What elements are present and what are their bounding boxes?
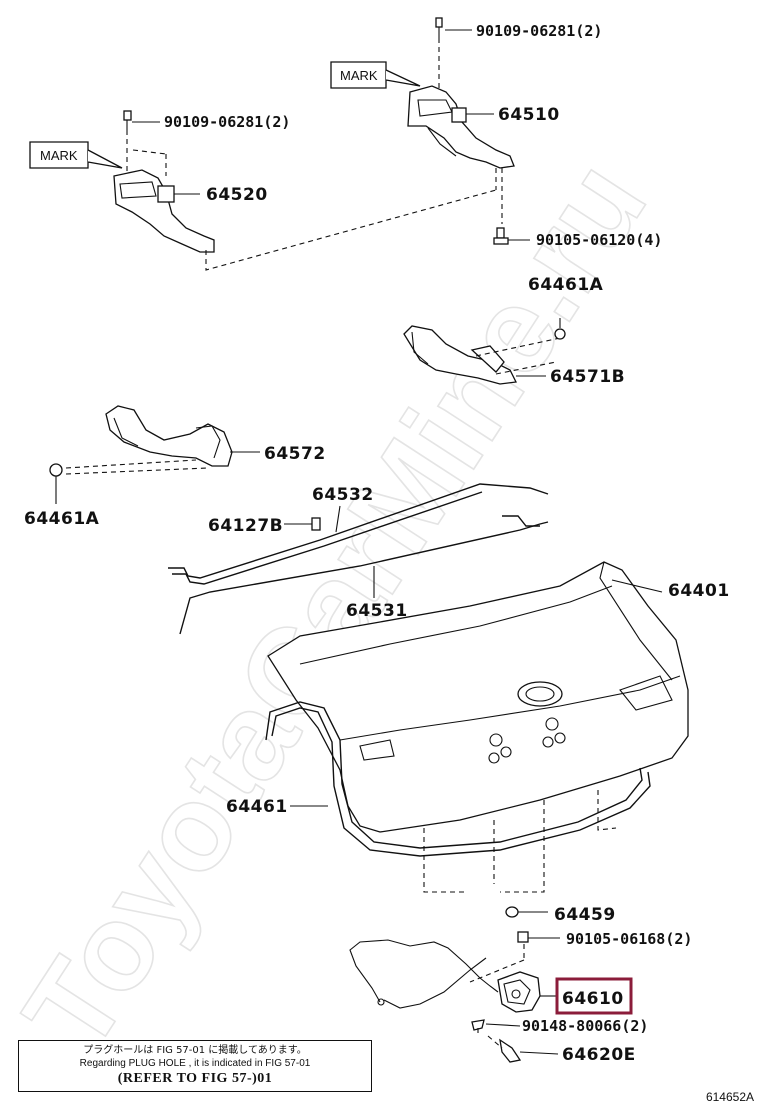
mark-label-rh: MARK (340, 68, 378, 83)
stay-drawing (49, 405, 260, 504)
note-japanese: プラグホールは FIG 57-01 に掲載してあります。 (83, 1045, 307, 1056)
highlight-box (555, 977, 633, 1015)
note-box: プラグホールは FIG 57-01 に掲載してあります。 Regarding P… (18, 1040, 372, 1092)
label-part-64572[interactable]: 64572 (264, 444, 326, 464)
label-bolt-90109-top[interactable]: 90109-06281(2) (476, 22, 602, 40)
label-part-64620e[interactable]: 64620E (562, 1045, 636, 1065)
note-english: Regarding PLUG HOLE , it is indicated in… (79, 1058, 311, 1069)
hinge-rh-drawing (330, 17, 530, 245)
label-part-64531[interactable]: 64531 (346, 601, 408, 621)
label-screw-90148-80066[interactable]: 90148-80066(2) (522, 1017, 648, 1035)
label-part-64520[interactable]: 64520 (206, 185, 268, 205)
hinge-lh-drawing (29, 110, 497, 271)
label-part-64571b[interactable]: 64571B (550, 367, 625, 387)
label-part-64610[interactable]: 64610 (562, 989, 624, 1009)
label-bolt-90105-06120[interactable]: 90105-06120(4) (536, 231, 662, 249)
mark-label-lh: MARK (40, 148, 78, 163)
label-part-64461a-top[interactable]: 64461A (528, 275, 604, 295)
torsion-rods-drawing (168, 483, 549, 635)
mark-box-lh (29, 141, 89, 169)
luggage-lid-drawing (267, 561, 689, 833)
figure-code: 614652A (705, 1090, 754, 1104)
label-part-64461a-left[interactable]: 64461A (24, 509, 100, 529)
label-bolt-90109-mid[interactable]: 90109-06281(2) (164, 113, 290, 131)
label-part-64127b[interactable]: 64127B (208, 516, 283, 536)
lock-area-drawing (349, 906, 560, 1063)
mark-box-rh (330, 61, 387, 89)
stay-b-drawing (403, 318, 566, 385)
label-part-64459[interactable]: 64459 (554, 905, 616, 925)
label-part-64532[interactable]: 64532 (312, 485, 374, 505)
label-part-64401[interactable]: 64401 (668, 581, 730, 601)
label-part-64510[interactable]: 64510 (498, 105, 560, 125)
weatherstrip-drawing (265, 701, 651, 893)
label-part-64461[interactable]: 64461 (226, 797, 288, 817)
label-bolt-90105-06168[interactable]: 90105-06168(2) (566, 930, 692, 948)
note-reference: (REFER TO FIG 57-)01 (117, 1071, 273, 1086)
